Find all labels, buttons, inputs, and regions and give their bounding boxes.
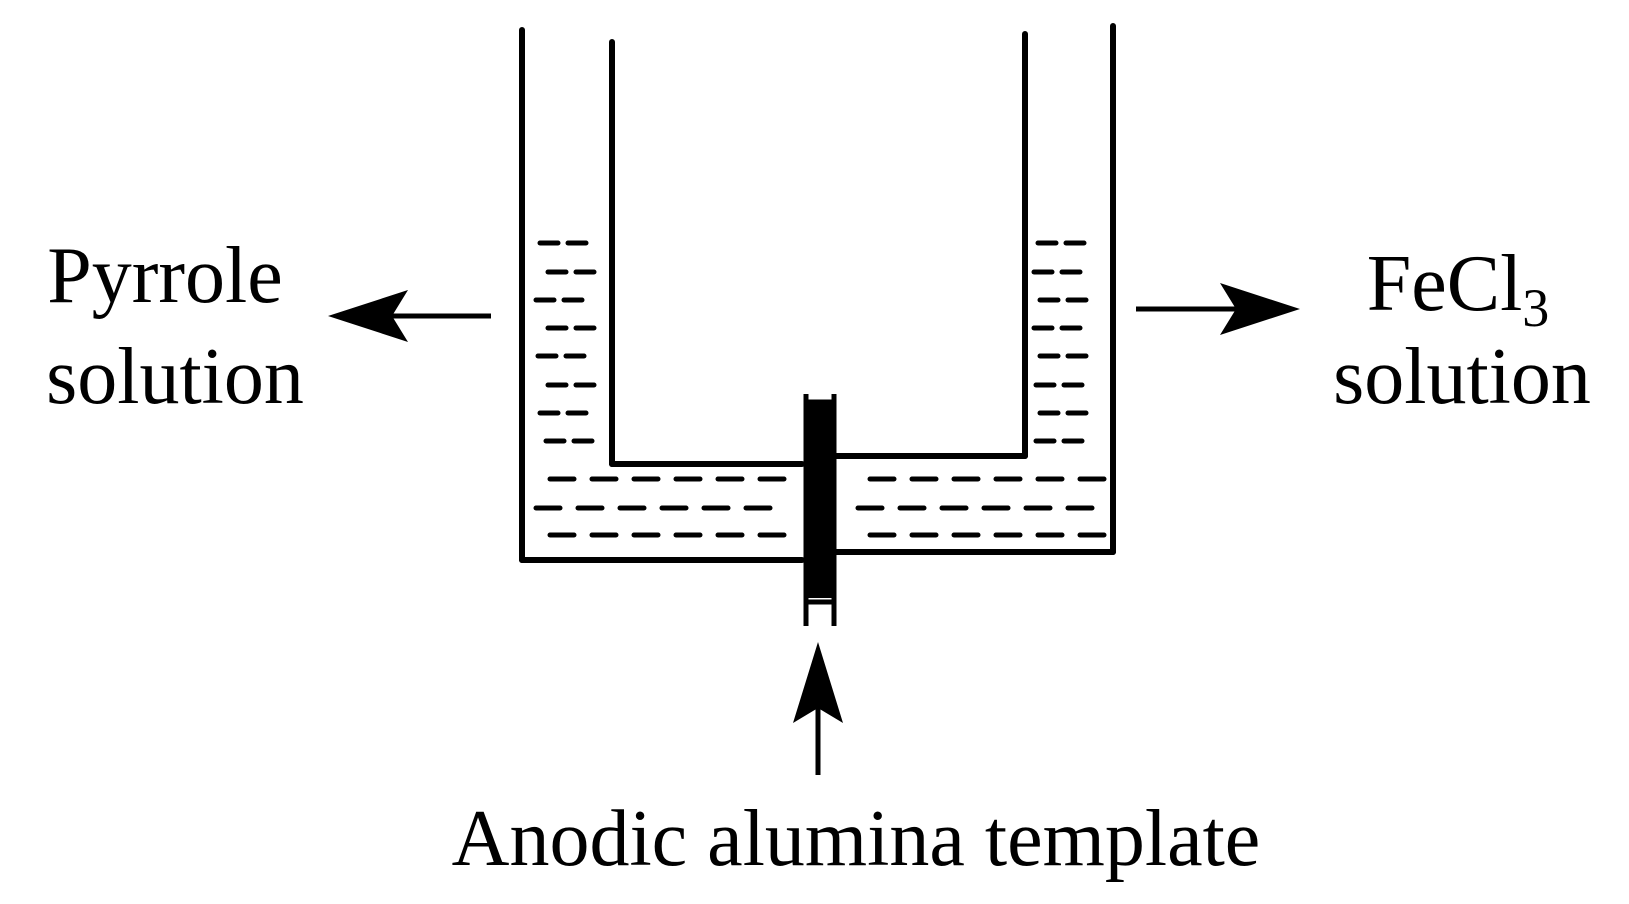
fecl3-label: FeCl3	[1367, 240, 1550, 338]
template-label: Anodic alumina template	[452, 795, 1261, 883]
pyrrole-label: Pyrrole	[47, 232, 283, 320]
bottom-arrow-head	[793, 642, 843, 723]
right-arrow-head	[1220, 283, 1300, 335]
left-arrow-head	[328, 290, 408, 342]
pyrrole-solution-label: solution	[46, 333, 304, 421]
template-membrane	[806, 402, 832, 598]
anodic-alumina-template	[803, 394, 837, 626]
u-tube-outline	[519, 23, 1116, 563]
arrows	[328, 283, 1300, 775]
fecl3-subscript: 3	[1522, 278, 1549, 338]
solution-liquid	[533, 240, 1107, 538]
fecl3-main: FeCl	[1367, 240, 1523, 328]
fecl3-solution-label: solution	[1333, 333, 1591, 421]
